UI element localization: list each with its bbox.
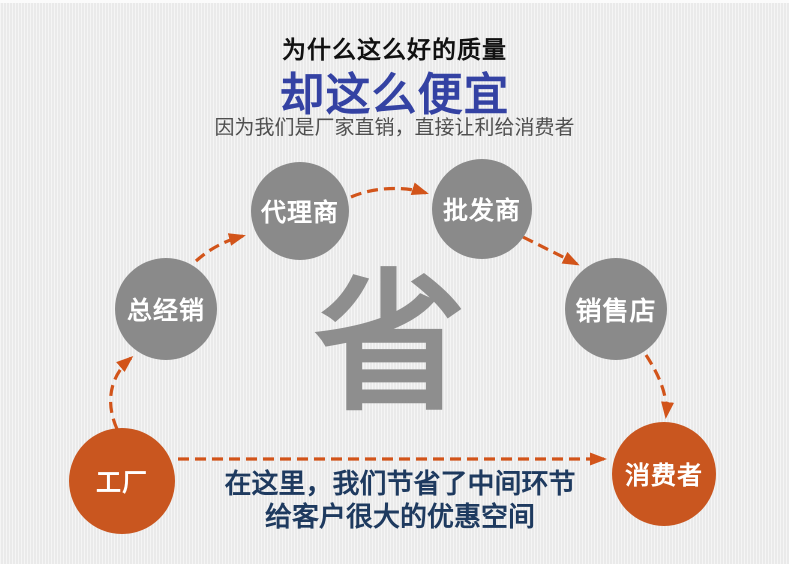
headline-subtitle: 因为我们是厂家直销，直接让利给消费者 <box>214 117 575 139</box>
node-factory-label: 工厂 <box>95 469 148 497</box>
top-strip <box>0 0 789 3</box>
arrow-store-to-consumer <box>644 354 674 419</box>
headline-question: 为什么这么好的质量 <box>282 38 507 64</box>
node-consumer-label: 消费者 <box>624 462 703 490</box>
footer-line2: 给客户很大的优惠空间 <box>265 501 535 532</box>
node-factory: 工厂 <box>69 428 175 534</box>
node-retail-store-label: 销售店 <box>575 296 657 326</box>
node-agent: 代理商 <box>251 162 349 260</box>
arrow-general-distributor-to-agent <box>194 233 246 263</box>
node-agent-label: 代理商 <box>260 199 339 227</box>
node-consumer: 消费者 <box>612 422 716 526</box>
arrow-agent-to-wholesaler <box>350 182 429 199</box>
node-general-distributor-label: 总经销 <box>126 297 205 325</box>
headline-highlight: 却这么便宜 <box>279 69 510 120</box>
node-wholesaler: 批发商 <box>432 159 532 259</box>
save-character: 省 <box>314 259 466 429</box>
node-wholesaler-label: 批发商 <box>442 197 521 225</box>
node-retail-store: 销售店 <box>565 258 667 360</box>
arrow-factory-to-general-distributor <box>109 356 134 430</box>
node-general-distributor: 总经销 <box>115 258 217 360</box>
footer-line1: 在这里，我们节省了中间环节 <box>224 469 576 499</box>
arrow-wholesaler-to-store <box>522 235 580 266</box>
footer-message: 在这里，我们节省了中间环节 给客户很大的优惠空间 <box>150 468 650 534</box>
